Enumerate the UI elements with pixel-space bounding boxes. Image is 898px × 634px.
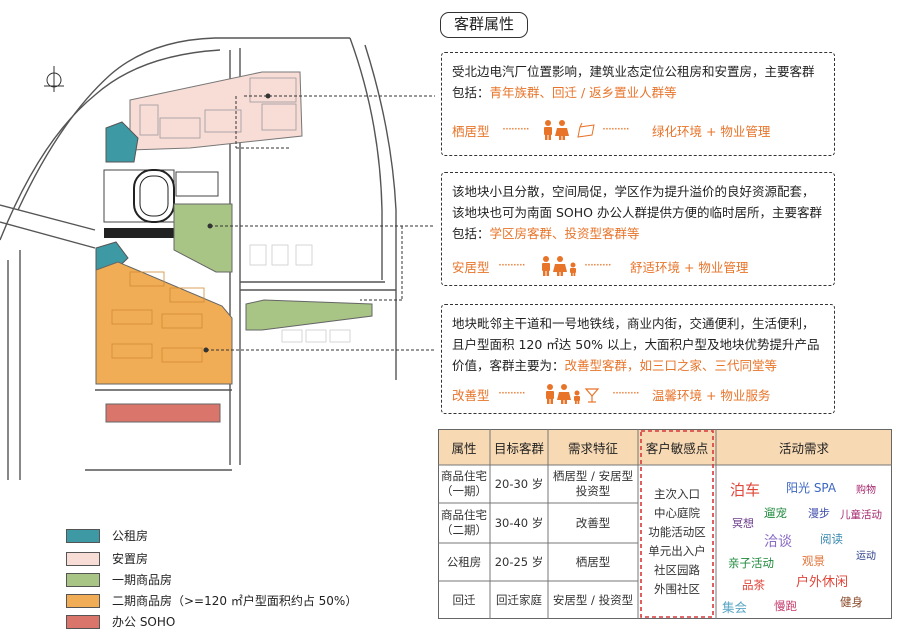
couple-icon: [544, 120, 595, 140]
block-office-soho: [105, 403, 221, 423]
card-type: 改善型: [452, 388, 490, 403]
dotted-leader: ·········: [498, 257, 526, 272]
activity-word: 漫步: [808, 507, 830, 520]
leader-lines: [206, 95, 435, 351]
card-text: 地块毗邻主干道和一号地铁线，商业内街，交通便利，生活便利，且户型面积 120 ㎡…: [452, 316, 820, 373]
building-outlines-east: [249, 244, 351, 343]
cell-attr: 回迁: [452, 592, 476, 607]
activity-word: 品茶: [742, 578, 765, 592]
header-sensitive-points: 客户敏感点: [645, 440, 709, 456]
activity-word: 儿童活动: [840, 509, 882, 521]
legend-swatch: [66, 573, 100, 587]
activity-word: 泊车: [730, 481, 761, 499]
block-phase1-east: [245, 299, 373, 331]
activity-word: 遛宠: [764, 506, 787, 520]
cell-feature: 安居型 / 投资型: [552, 592, 634, 607]
audience-card-2: 该地块小且分散，空间局促，学区作为提升溢价的良好资源配套，该地块也可为南面 SO…: [441, 172, 835, 286]
card-description: 地块毗邻主干道和一号地铁线，商业内街，交通便利，生活便利，且户型面积 120 ㎡…: [452, 313, 826, 376]
activity-word: 户外休闲: [796, 575, 849, 590]
legend-swatch: [66, 529, 100, 543]
sensitive-point: 功能活动区: [648, 525, 706, 539]
legend-swatch: [66, 615, 100, 629]
sensitive-point: 外围社区: [654, 582, 700, 596]
school-track: [103, 169, 219, 238]
card-need: 温馨环境 + 物业服务: [652, 388, 771, 403]
activity-word: 购物: [856, 485, 876, 496]
activity-word: 运动: [856, 551, 876, 562]
activity-word: 健身: [840, 595, 863, 609]
card-text: 受北边电汽厂位置影响，建筑业态定位公租房和安置房，主要客群包括：: [452, 64, 815, 100]
card-type: 栖居型: [452, 124, 490, 139]
legend-label: 办公 SOHO: [112, 615, 176, 629]
legend-swatch: [66, 552, 100, 566]
sensitive-point: 中心庭院: [654, 506, 700, 520]
three-generation-family-icon: [546, 384, 600, 404]
activity-word: 亲子活动: [728, 556, 774, 570]
card-highlight: 学区房客群、投资型客群等: [489, 226, 640, 241]
header-target-group: 目标客群: [493, 440, 544, 456]
activity-word-cloud: 泊车 阳光 SPA 购物 冥想 遛宠 漫步 儿童活动 洽谈 阅读 亲子活动 观景…: [716, 465, 892, 619]
card-type: 安居型: [452, 260, 490, 275]
block-phase2: [95, 261, 233, 385]
cell-attr: 商品住宅（二期）: [441, 508, 487, 537]
cell-feature: 栖居型 / 安居型投资型: [552, 469, 634, 498]
card-highlight: 青年族群、回迁 / 返乡置业人群等: [489, 85, 677, 100]
cell-feature: 改善型: [575, 515, 611, 530]
dotted-leader: ·········: [584, 257, 612, 272]
sensitive-point: 单元出入户: [648, 544, 706, 558]
legend-label: 一期商品房: [112, 573, 173, 587]
sensitive-point: 社区园路: [654, 563, 700, 577]
dotted-leader: ·········: [502, 121, 530, 136]
cocktail-icon: [584, 388, 600, 403]
family-icon: [542, 256, 576, 276]
cell-attr: 公租房: [446, 554, 482, 569]
activity-word: 洽谈: [764, 534, 792, 550]
north-arrow-icon: [44, 66, 64, 92]
cell-feature: 栖居型: [575, 554, 611, 569]
legend-swatch: [66, 594, 100, 608]
sensitive-point: 主次入口: [654, 487, 700, 501]
legend-label: 公租房: [112, 529, 149, 543]
audience-table: 属性 目标客群 需求特征 客户敏感点 活动需求 商品住宅（一期） 20-30 岁…: [438, 429, 892, 619]
cell-group: 20-25 岁: [494, 554, 544, 569]
dotted-leader: ·········: [498, 385, 526, 400]
sensitive-points-list: 主次入口 中心庭院 功能活动区 单元出入户 社区园路 外围社区: [638, 485, 716, 599]
cell-group: 20-30 岁: [494, 476, 544, 491]
dotted-leader: ·········: [602, 121, 630, 136]
bed-icon: [577, 122, 595, 138]
building-outlines-pink: [139, 77, 297, 139]
audience-card-3: 地块毗邻主干道和一号地铁线，商业内街，交通便利，生活便利，且户型面积 120 ㎡…: [441, 304, 835, 414]
cell-group: 30-40 岁: [494, 515, 544, 530]
card-description: 受北边电汽厂位置影响，建筑业态定位公租房和安置房，主要客群包括：青年族群、回迁 …: [452, 61, 826, 103]
card-highlight: 改善型客群，如三口之家、三代同堂等: [564, 358, 778, 373]
card-description: 该地块小且分散，空间局促，学区作为提升溢价的良好资源配套，该地块也可为南面 SO…: [452, 181, 826, 244]
card-need: 舒适环境 + 物业管理: [630, 260, 749, 275]
header-activities: 活动需求: [778, 440, 829, 456]
activity-word: 集会: [722, 600, 748, 615]
activity-word: 阅读: [820, 532, 843, 546]
activity-word: 阳光 SPA: [786, 481, 837, 495]
table-grid: [438, 429, 892, 619]
legend-label: 安置房: [112, 552, 149, 566]
activity-word: 观景: [802, 554, 825, 568]
cell-attr: 商品住宅（一期）: [441, 469, 487, 498]
activity-word: 慢跑: [774, 599, 797, 613]
block-phase1-west: [173, 203, 233, 273]
audience-card-1: 受北边电汽厂位置影响，建筑业态定位公租房和安置房，主要客群包括：青年族群、回迁 …: [441, 52, 835, 156]
building-outlines-orange: [111, 271, 205, 363]
legend-label: 二期商品房（>=120 ㎡户型面积约占 50%）: [112, 594, 358, 608]
leader-dots: [203, 93, 271, 353]
block-public-rental-north: [105, 121, 139, 163]
cell-group: 回迁家庭: [496, 592, 542, 607]
header-demand-feature: 需求特征: [567, 440, 618, 456]
card-text: 该地块小且分散，空间局促，学区作为提升溢价的良好资源配套，该地块也可为南面 SO…: [452, 184, 822, 241]
dotted-leader: ·········: [612, 385, 640, 400]
card-need: 绿化环境 + 物业管理: [652, 124, 771, 139]
section-title: 客群属性: [440, 12, 528, 38]
header-attribute: 属性: [451, 440, 477, 456]
site-plan: [0, 37, 435, 480]
activity-word: 冥想: [732, 517, 754, 530]
block-resettlement: [129, 71, 303, 151]
